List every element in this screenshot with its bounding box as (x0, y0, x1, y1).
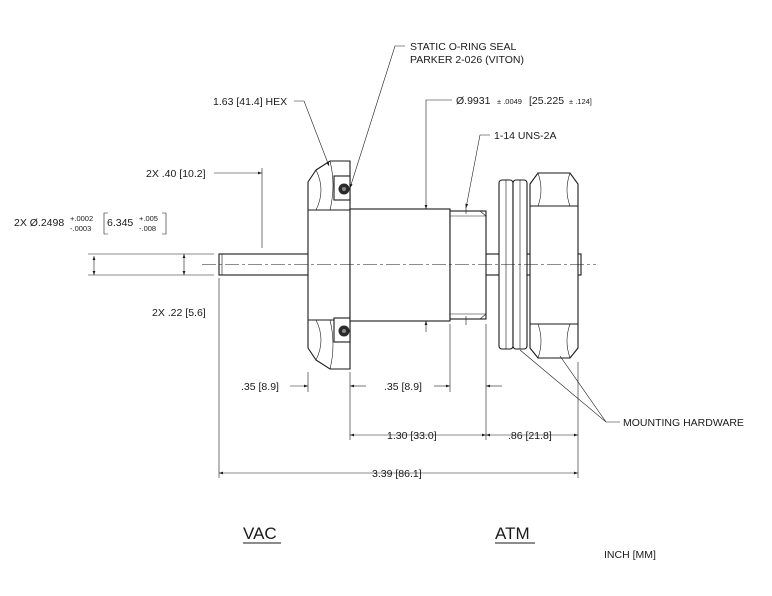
pin-length-label: 2X .40 [10.2] (146, 168, 206, 180)
cylindrical-body (349, 208, 451, 322)
hex-nut (529, 172, 579, 359)
hardware-length-label: .86 [21.8] (508, 430, 552, 442)
units-label: INCH [MM] (604, 549, 656, 561)
threaded-section (449, 205, 487, 325)
bore-dia-mm-tol: ± .124] (569, 97, 592, 106)
mounting-hardware-label: MOUNTING HARDWARE (623, 417, 744, 429)
bore-dia-mm: [25.225 (529, 95, 564, 107)
body-length-label: 1.30 [33.0] (387, 430, 437, 442)
flange-thickness-label: .35 [8.9] (241, 381, 279, 393)
pin-offset-label: 2X .22 [5.6] (152, 307, 206, 319)
callouts: STATIC O-RING SEAL PARKER 2-026 (VITON) … (14, 41, 744, 561)
pin-dia-mm-tol-plus: +.005 (139, 214, 158, 223)
hex-flange (307, 160, 351, 370)
pin-dia-mm-tol-minus: -.008 (139, 224, 156, 233)
hex-size-label: 1.63 [41.4] HEX (213, 96, 287, 108)
oring-part-label: PARKER 2-026 (VITON) (410, 54, 524, 66)
thread-length-label: .35 [8.9] (384, 381, 422, 393)
pin-diameter-label: 2X Ø.2498 +.0002 -.0003 6.345 +.005 -.00… (14, 212, 167, 235)
oring-seal-label: STATIC O-RING SEAL (410, 41, 517, 53)
atm-side-label: ATM (495, 524, 530, 543)
oring-groove (333, 175, 351, 343)
leader-lines (294, 45, 620, 423)
pin-dia-value: 2X Ø.2498 (14, 217, 64, 229)
pin-dia-tol-plus: +.0002 (70, 214, 93, 223)
bore-dia-tol: ± .0049 (497, 97, 522, 106)
pin-dia-tol-minus: -.0003 (70, 224, 91, 233)
dimension-lines (92, 171, 578, 475)
bore-diameter-label: Ø.9931 ± .0049 [25.225 ± .124] (456, 95, 592, 107)
bore-dia-value: Ø.9931 (456, 95, 491, 107)
part-geometry (202, 160, 596, 370)
thread-spec-label: 1-14 UNS-2A (494, 130, 556, 142)
pin-dia-mm: 6.345 (107, 217, 133, 229)
overall-length-label: 3.39 [86.1] (372, 468, 422, 480)
extension-lines (88, 168, 579, 478)
vac-side-label: VAC (243, 524, 277, 543)
